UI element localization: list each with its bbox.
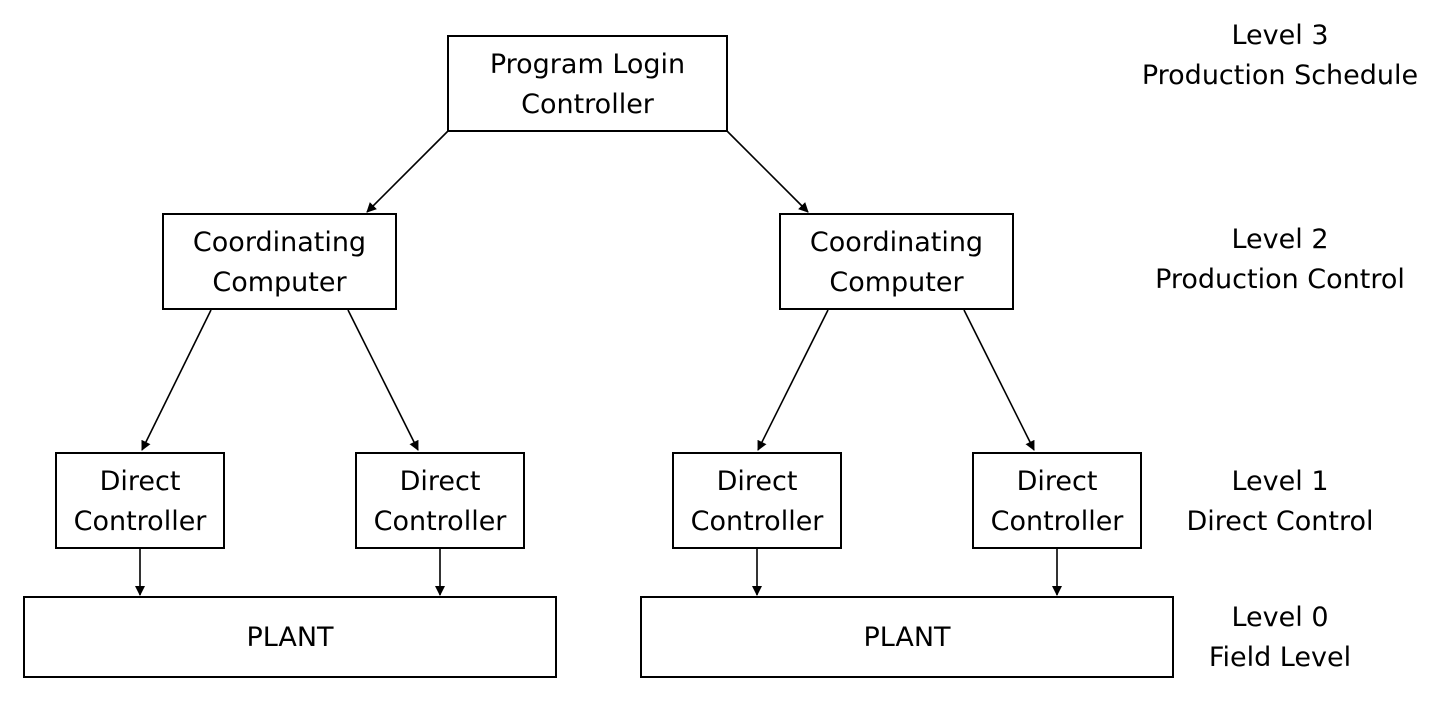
program-login-controller-node: Program Login Controller [447, 35, 728, 132]
node-label-line1: Program Login [490, 49, 685, 80]
edge-coord-left-to-dc1 [141, 309, 212, 451]
coordinating-computer-left-node: Coordinating Computer [162, 213, 397, 310]
edge-coord-right-to-dc3 [757, 309, 829, 451]
direct-controller-1-node: Direct Controller [55, 452, 225, 549]
level-3-label: Level 3 Production Schedule [1142, 20, 1418, 91]
plant-right-node: PLANT [640, 596, 1174, 678]
level-number: Level 2 [1231, 224, 1328, 255]
node-label-line2: Controller [521, 89, 655, 120]
edge-plc-to-coord-right [726, 130, 809, 213]
node-label: PLANT [863, 622, 951, 653]
node-label-line1: Direct [400, 466, 481, 497]
level-description: Field Level [1209, 642, 1351, 673]
level-0-label: Level 0 Field Level [1209, 602, 1351, 673]
direct-controller-2-node: Direct Controller [355, 452, 525, 549]
edge-coord-left-to-dc2 [347, 309, 419, 451]
node-label-line2: Controller [74, 506, 208, 537]
node-label-line1: Coordinating [810, 227, 983, 258]
edge-plc-to-coord-left [366, 130, 449, 213]
level-number: Level 3 [1231, 20, 1328, 51]
node-label-line1: Coordinating [193, 227, 366, 258]
node-label-line1: Direct [717, 466, 798, 497]
level-description: Direct Control [1186, 506, 1373, 537]
level-2-label: Level 2 Production Control [1155, 224, 1405, 295]
node-label: PLANT [246, 622, 334, 653]
direct-controller-3-node: Direct Controller [672, 452, 842, 549]
node-label-line1: Direct [100, 466, 181, 497]
level-1-label: Level 1 Direct Control [1186, 466, 1373, 537]
node-label-line2: Controller [691, 506, 825, 537]
node-label-line2: Controller [374, 506, 508, 537]
node-label-line2: Computer [829, 267, 964, 298]
node-label-line2: Controller [991, 506, 1125, 537]
level-description: Production Control [1155, 264, 1405, 295]
direct-controller-4-node: Direct Controller [972, 452, 1142, 549]
edges [135, 130, 1062, 596]
edge-coord-right-to-dc4 [963, 309, 1035, 451]
level-number: Level 0 [1231, 602, 1328, 633]
plant-left-node: PLANT [23, 596, 557, 678]
level-description: Production Schedule [1142, 60, 1418, 91]
node-label-line2: Computer [212, 267, 347, 298]
node-label-line1: Direct [1017, 466, 1098, 497]
level-number: Level 1 [1231, 466, 1328, 497]
coordinating-computer-right-node: Coordinating Computer [779, 213, 1014, 310]
